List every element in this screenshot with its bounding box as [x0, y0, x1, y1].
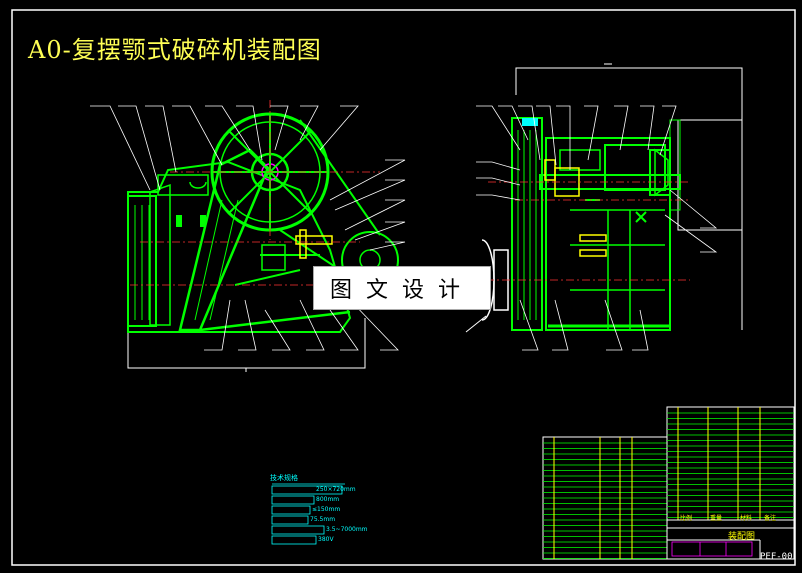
title-block-header: 材料 [740, 515, 753, 522]
tech-spec-value: 380V [318, 536, 334, 543]
tech-spec-value: 250×720mm [316, 486, 356, 493]
drawing-title: A0-复摆颚式破碎机装配图 [28, 36, 322, 64]
tech-spec-table [271, 483, 345, 545]
moving-jaw [178, 148, 270, 332]
title-block-header: 重量 [710, 515, 723, 522]
tech-spec-value: 3.5~7000mm [326, 526, 368, 533]
parts-list [542, 436, 668, 560]
title-block-drawing-code: PEF-00 [760, 552, 793, 562]
title-block-drawing-name: 装配图 [728, 532, 756, 542]
front-leader-lines [90, 105, 406, 351]
tech-spec-value: ≤150mm [312, 506, 341, 513]
front-view [90, 100, 406, 372]
drawing-border [11, 9, 796, 566]
tech-spec-value: 75.5mm [310, 516, 336, 523]
adjust-block [295, 235, 333, 245]
side-view [465, 63, 743, 351]
side-leader-lines [476, 105, 718, 351]
side-flywheel [511, 117, 543, 331]
fixed-jaw [127, 195, 157, 327]
tech-spec-heading: 技术规格 [270, 474, 298, 482]
toggle-plate [199, 310, 351, 332]
v-belt [299, 119, 381, 236]
tech-spec-value: 800mm [316, 496, 340, 503]
watermark-banner: 图文设计 [313, 266, 491, 310]
title-block [666, 406, 795, 560]
bolt [176, 215, 182, 227]
crusher-frame [127, 160, 352, 333]
cyan-marker [522, 118, 538, 126]
title-block-header: 备注 [764, 515, 777, 522]
title-block-header: 比例 [680, 515, 693, 522]
